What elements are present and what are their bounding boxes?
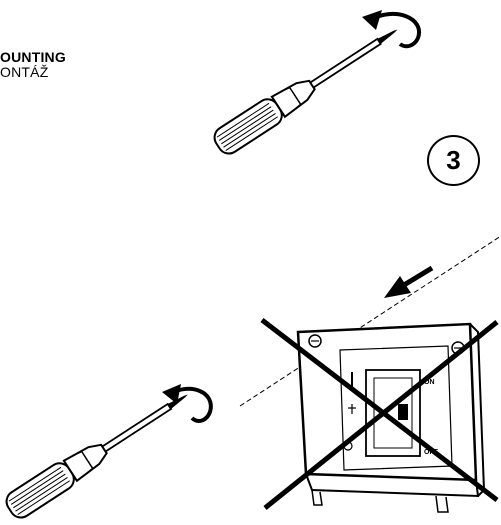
screwdriver-icon xyxy=(213,29,398,155)
switch-module xyxy=(365,369,421,457)
step-number-badge: 3 xyxy=(427,135,480,186)
mounting-heading: OUNTING ONTÁŽ xyxy=(0,50,66,80)
rotate-arrow-icon xyxy=(162,384,213,423)
switch-on-label: ON xyxy=(424,379,435,386)
alignment-dashed-line xyxy=(239,235,501,407)
screwdriver-icon xyxy=(5,394,188,519)
switch-toggle xyxy=(398,404,408,420)
rotate-arrow-icon xyxy=(362,10,422,49)
screw-icon xyxy=(308,334,322,348)
mounting-heading-line2: ONTÁŽ xyxy=(0,64,49,80)
direction-arrow-icon xyxy=(384,265,434,298)
cross-icon xyxy=(260,318,499,510)
mounting-heading-line1: OUNTING xyxy=(0,49,66,65)
thermostat-back-plate: ON OFF xyxy=(296,322,486,513)
